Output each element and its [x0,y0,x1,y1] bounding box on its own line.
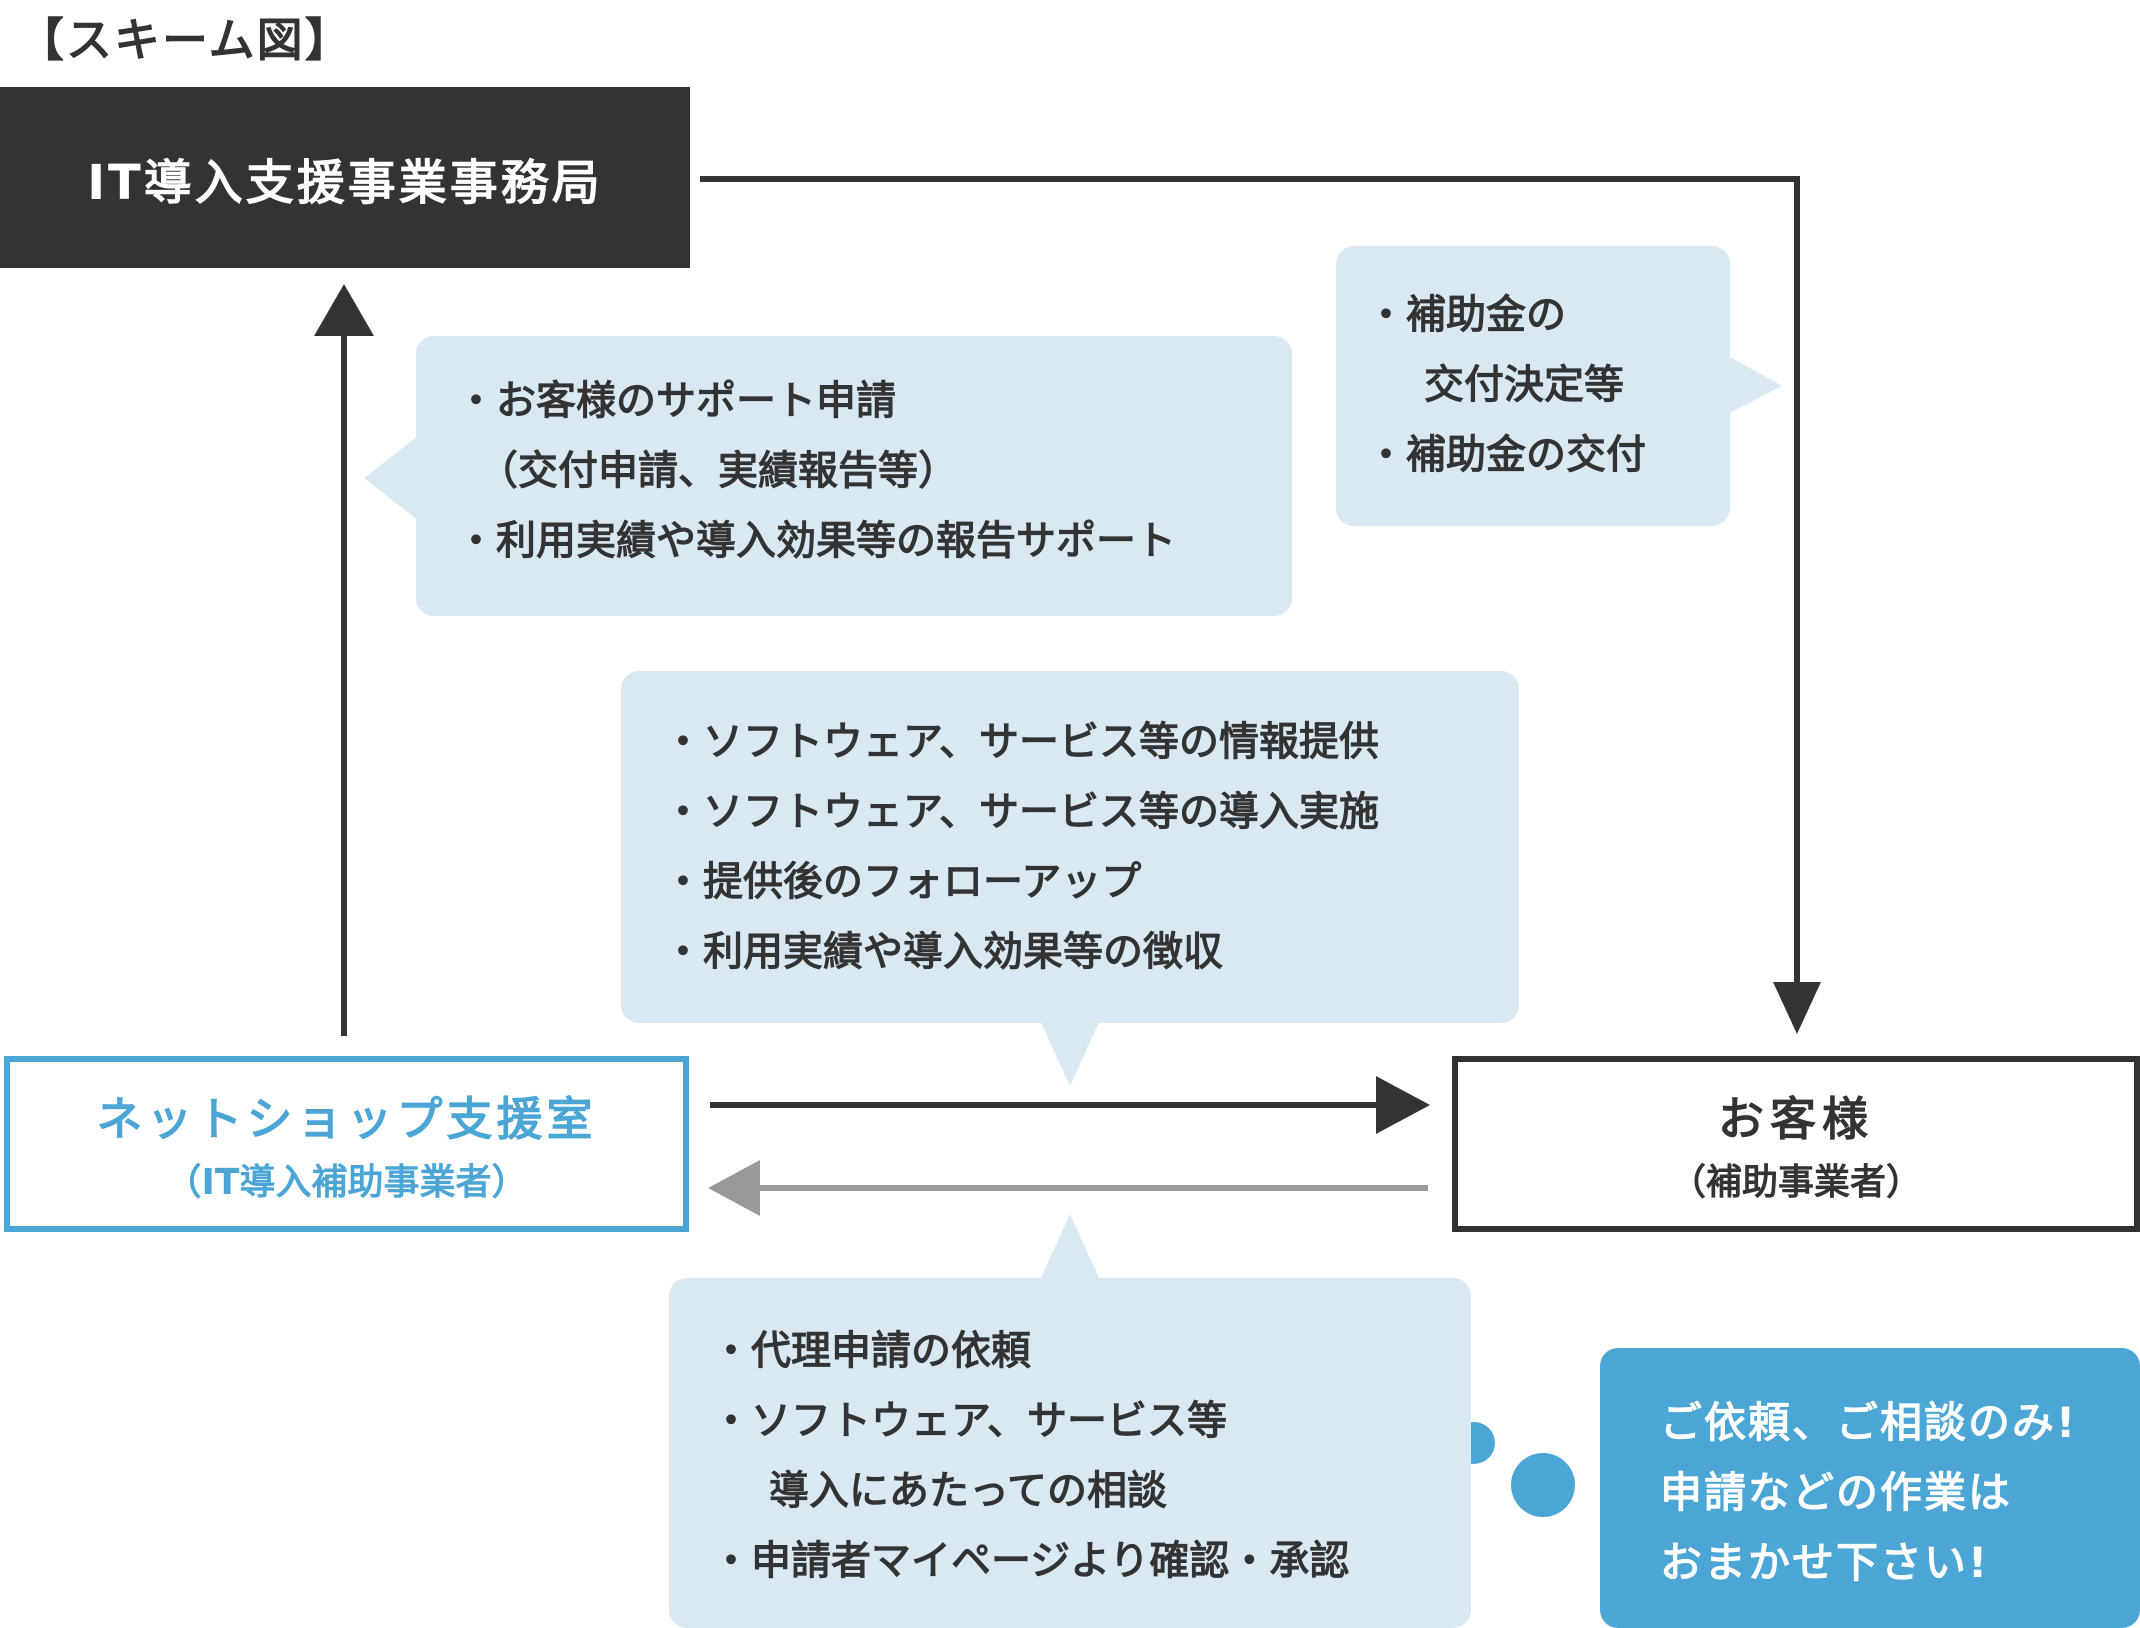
bubble-line: 交付決定等 [1424,362,1624,408]
shop-to-customer-arrowhead [1376,1076,1430,1134]
shop-sublabel: （IT導入補助事業者） [165,1162,528,1203]
thought-dot-large [1511,1453,1575,1517]
shop-label: ネットショップ支援室 [96,1092,597,1146]
office-label: IT導入支援事業事務局 [87,154,603,211]
bubble-line: ・お客様のサポート申請 [456,378,896,424]
bubble-line: ・申請者マイページより確認・承認 [711,1538,1350,1584]
bubble-tail-up [1040,1214,1100,1280]
office-node: IT導入支援事業事務局 [0,87,690,268]
customer-sublabel: （補助事業者） [1669,1162,1922,1203]
bubble-tail-left [364,436,418,520]
bubble-shop-to-customer: ・ソフトウェア、サービス等の情報提供 ・ソフトウェア、サービス等の導入実施 ・提… [621,671,1519,1023]
office-to-customer-arrowhead [1773,982,1821,1034]
bubble-office-to-customer: ・補助金の 交付決定等 ・補助金の交付 [1336,246,1730,526]
bubble-line: ・補助金の [1366,292,1566,338]
bubble-shop-to-office: ・お客様のサポート申請 （交付申請、実績報告等） ・利用実績や導入効果等の報告サ… [416,336,1292,616]
bubble-line: （交付申請、実績報告等） [478,448,958,494]
callout-line: ご依頼、ご相談のみ! [1660,1398,2078,1447]
bubble-line: ・提供後のフォローアップ [663,859,1142,905]
customer-node: お客様 （補助事業者） [1452,1056,2140,1232]
callout-bubble: ご依頼、ご相談のみ! 申請などの作業は おまかせ下さい! [1600,1348,2140,1628]
bubble-line: 導入にあたっての相談 [769,1468,1167,1514]
page-title: 【スキーム図】 [18,13,353,67]
bubble-customer-to-shop: ・代理申請の依頼 ・ソフトウェア、サービス等 導入にあたっての相談 ・申請者マイ… [669,1278,1471,1628]
bubble-line: ・利用実績や導入効果等の徴収 [663,929,1223,975]
bubble-line: ・ソフトウェア、サービス等の情報提供 [663,719,1379,765]
shop-node: ネットショップ支援室 （IT導入補助事業者） [4,1056,689,1232]
bubble-line: ・利用実績や導入効果等の報告サポート [456,518,1176,564]
bubble-line: ・補助金の交付 [1366,432,1646,478]
bubble-line: ・代理申請の依頼 [711,1328,1031,1374]
customer-to-shop-arrowhead [708,1160,760,1216]
office-to-customer-arrow [700,176,1800,1002]
customer-label: お客様 [1718,1092,1874,1146]
shop-to-office-arrowhead [314,284,374,336]
bubble-tail-down [1040,1020,1100,1086]
bubble-tail-right [1728,356,1782,414]
callout-line: おまかせ下さい! [1660,1538,1990,1587]
bubble-line: ・ソフトウェア、サービス等 [711,1398,1227,1444]
callout-line: 申請などの作業は [1660,1468,2013,1517]
bubble-line: ・ソフトウェア、サービス等の導入実施 [663,789,1379,835]
